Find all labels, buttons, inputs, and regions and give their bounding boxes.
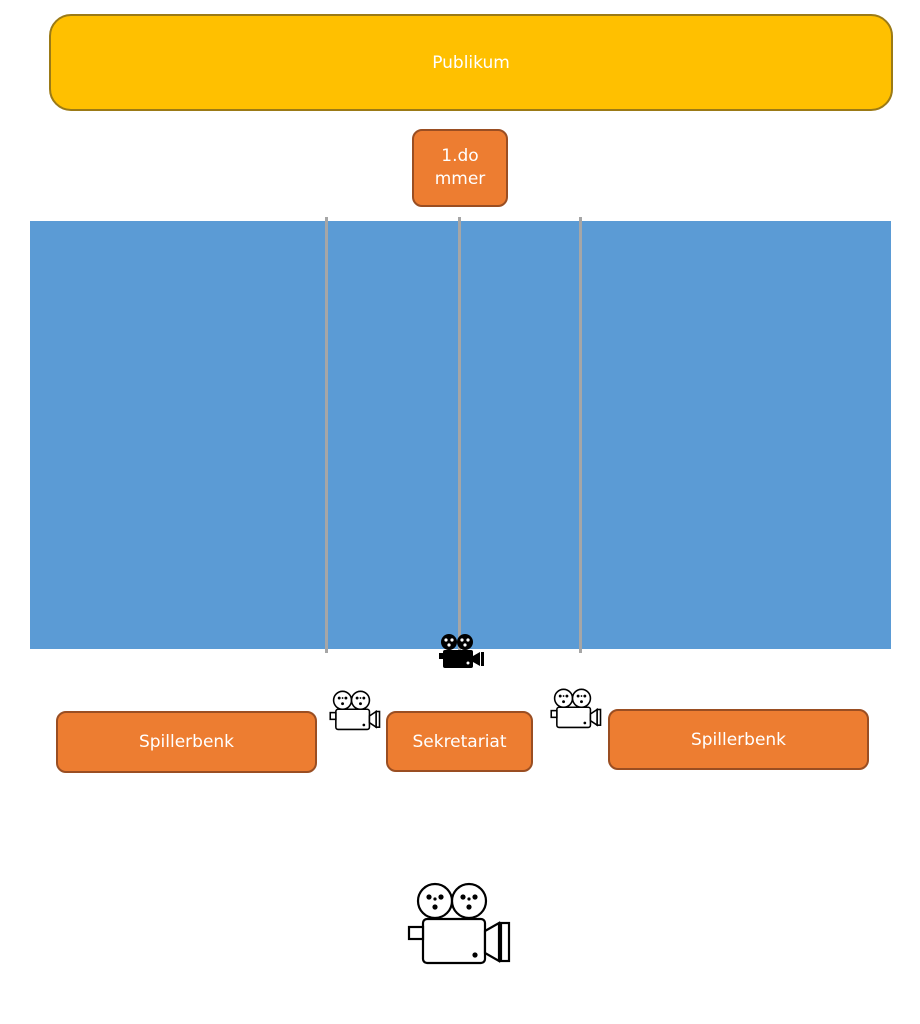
audience-area: Publikum xyxy=(49,14,893,111)
player-bench-right-label: Spillerbenk xyxy=(690,729,787,750)
referee-label: 1.do mmer xyxy=(434,146,486,189)
video-camera-icon xyxy=(439,634,484,668)
court xyxy=(30,217,891,653)
court-line-center xyxy=(458,217,461,653)
court-line-left xyxy=(325,217,328,653)
secretariat-label: Sekretariat xyxy=(412,731,507,752)
audience-label: Publikum xyxy=(432,52,510,73)
player-bench-left-label: Spillerbenk xyxy=(138,732,235,752)
video-camera-icon xyxy=(329,690,381,731)
video-camera-icon xyxy=(407,882,511,965)
secretariat: Sekretariat xyxy=(386,711,533,772)
court-line-right xyxy=(579,217,582,653)
player-bench-left: Spillerbenk xyxy=(56,711,317,773)
player-bench-right: Spillerbenk xyxy=(608,709,869,770)
referee-position: 1.do mmer xyxy=(412,129,508,207)
video-camera-icon xyxy=(550,688,602,729)
